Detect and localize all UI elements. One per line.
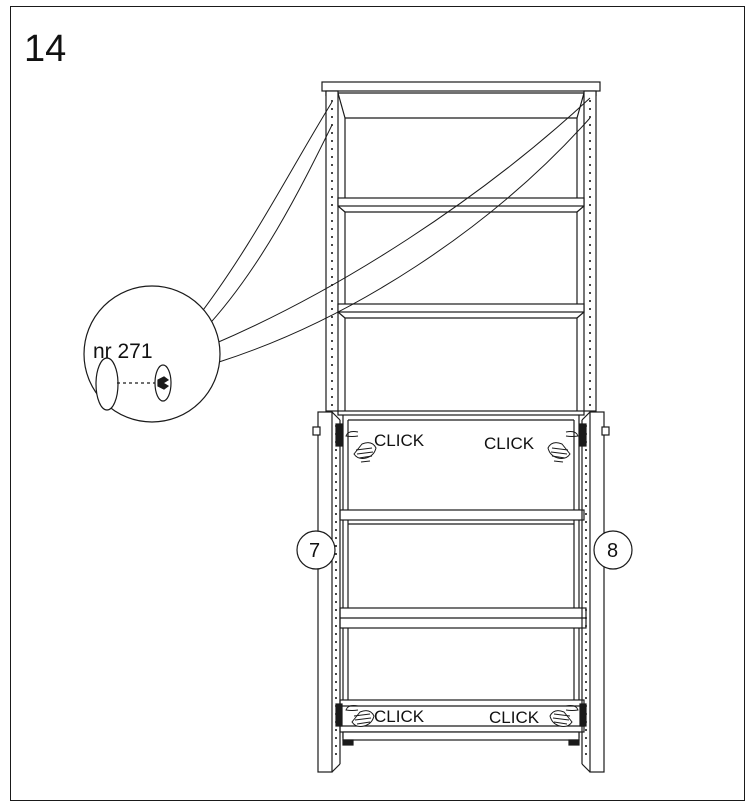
detail-part-label: nr 271 bbox=[93, 340, 153, 363]
click-label-top-left: CLICK bbox=[374, 431, 425, 450]
click-label-bottom-right: CLICK bbox=[489, 708, 540, 727]
left-door bbox=[312, 411, 343, 773]
hand-icon-top-right bbox=[547, 431, 579, 463]
lower-carcass bbox=[337, 410, 587, 746]
part-callout-right-door: 8 bbox=[593, 530, 633, 570]
upper-carcass bbox=[325, 90, 597, 412]
step-number: 14 bbox=[24, 28, 67, 70]
part-number-7: 7 bbox=[309, 540, 320, 562]
click-label-top-right: CLICK bbox=[484, 434, 535, 453]
part-number-8: 8 bbox=[607, 540, 618, 562]
cabinet-top-panel bbox=[321, 81, 601, 96]
instruction-frame bbox=[10, 6, 745, 801]
detail-magnifier: nr 271 bbox=[83, 285, 221, 423]
hand-icon-bottom-right bbox=[549, 705, 579, 727]
part-callout-left-door: 7 bbox=[296, 530, 336, 570]
detail-leader-lines bbox=[193, 97, 591, 363]
hand-icon-top-left bbox=[345, 431, 377, 463]
hand-icon-bottom-left bbox=[345, 705, 375, 727]
right-door bbox=[579, 411, 610, 773]
click-label-bottom-left: CLICK bbox=[374, 707, 425, 726]
